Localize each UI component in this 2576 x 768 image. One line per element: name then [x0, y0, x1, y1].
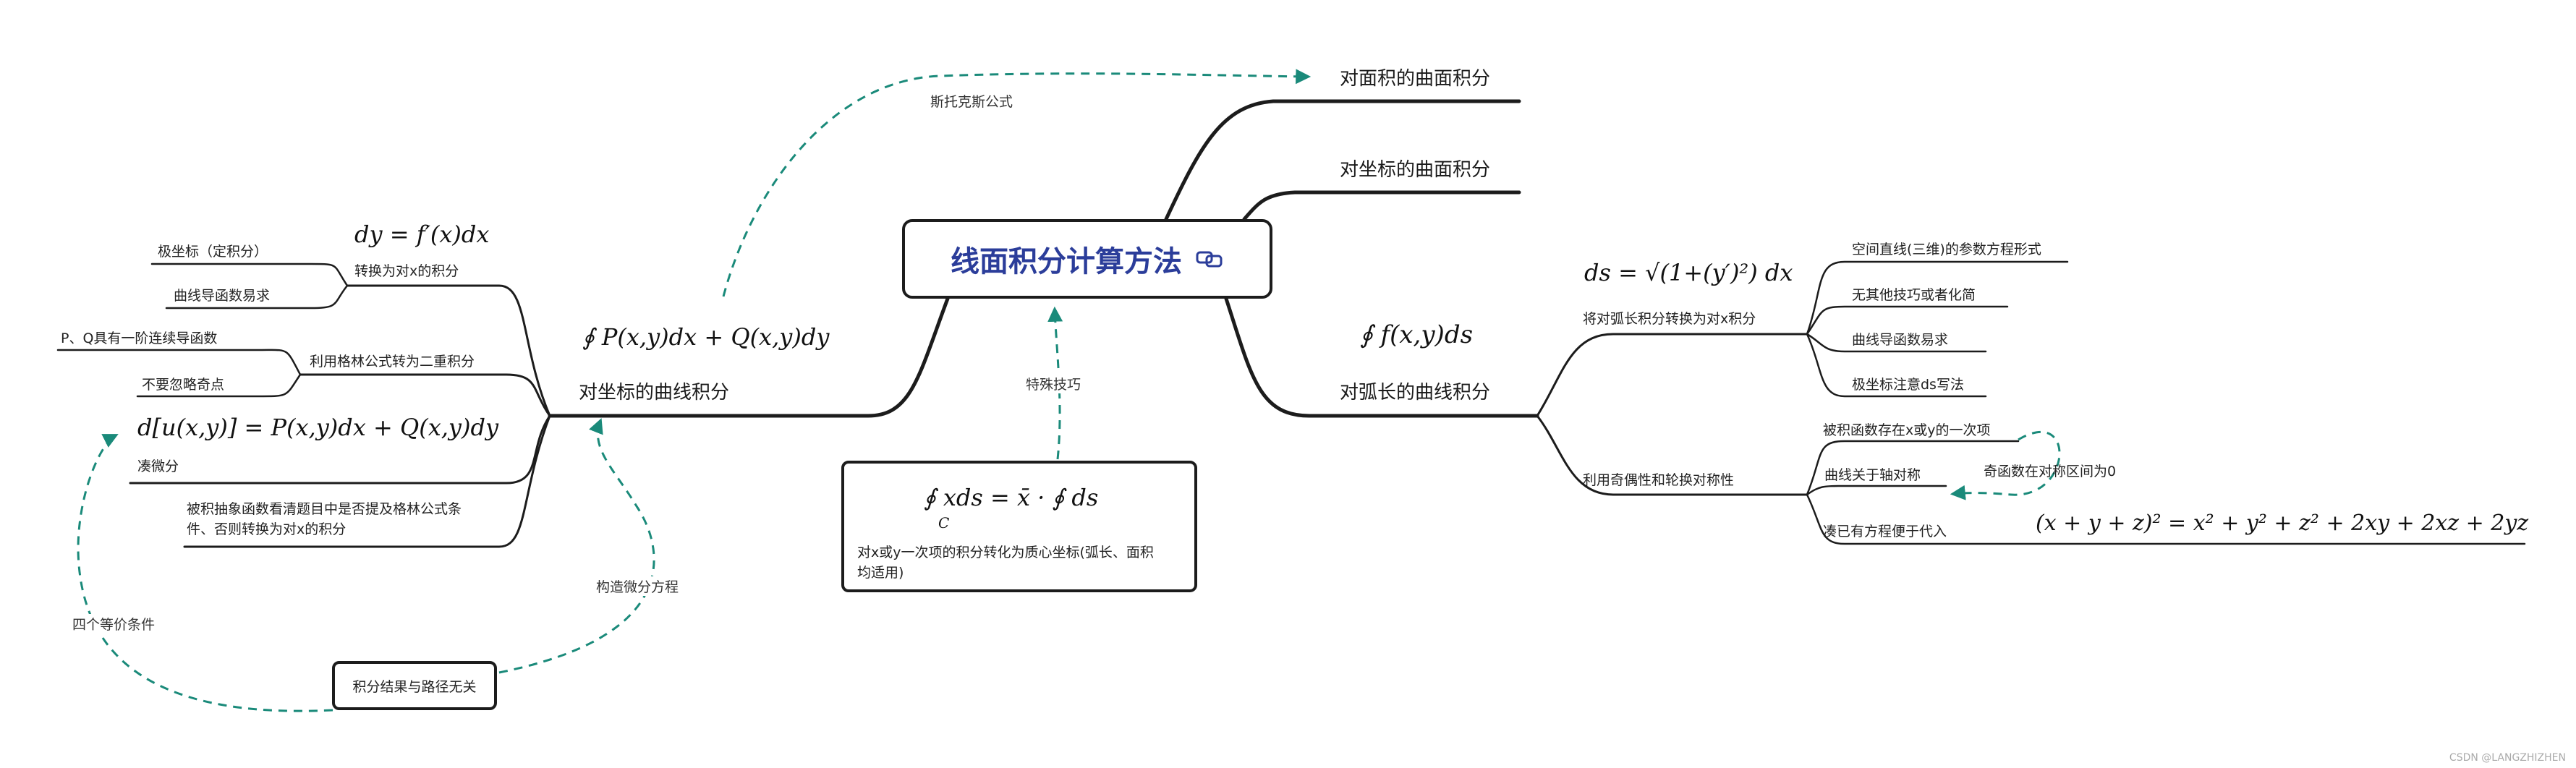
leaf-convert-1[interactable]: 空间直线(三维)的参数方程形式 [1852, 242, 2041, 257]
node-green[interactable]: 利用格林公式转为二重积分 [310, 354, 475, 370]
centroid-box[interactable]: ∮ xds = x̄ · ∮ ds C 对x或y一次项的积分转化为质心坐标(弧长… [841, 461, 1197, 592]
node-convert-to-x[interactable]: 将对弧长积分转换为对x积分 [1583, 311, 1756, 327]
branch-line-coord[interactable]: 对坐标的曲线积分 [579, 382, 730, 404]
leaf-symmetry-3[interactable]: 凑已有方程便于代入 [1823, 524, 1947, 539]
root-title: 线面积分计算方法 [951, 245, 1182, 278]
leaf-to-x-2[interactable]: 曲线导函数易求 [174, 288, 271, 304]
node-symmetry[interactable]: 利用奇偶性和轮换对称性 [1583, 472, 1735, 488]
leaf-symmetry-1[interactable]: 被积函数存在x或y的一次项 [1823, 422, 1991, 438]
square-expansion-formula: (x + y + z)² = x² + y² + z² + 2xy + 2xz … [2036, 511, 2529, 536]
odd-function-note: 奇函数在对称区间为0 [1984, 464, 2117, 479]
centroid-desc-line1: 对x或y一次项的积分转化为质心坐标(弧长、面积 [857, 545, 1154, 560]
edge-root-line-arc [1224, 296, 1539, 418]
conn-construct [498, 418, 655, 674]
conn-stokes [722, 69, 1312, 297]
edge-root-surface-area [1164, 99, 1521, 221]
branch-surface-area[interactable]: 对面积的曲面积分 [1340, 68, 1491, 90]
branch-surface-coord[interactable]: 对坐标的曲面积分 [1340, 159, 1491, 181]
conn-label-construct: 构造微分方程 [593, 576, 682, 596]
node-to-x[interactable]: 转换为对x的积分 [354, 263, 459, 279]
branch-line-arc[interactable]: 对弧长的曲线积分 [1340, 382, 1491, 404]
line-arc-formula: ∮ f(x,y)ds [1360, 320, 1474, 349]
node-abstract-line1[interactable]: 被积抽象函数看清题目中是否提及格林公式条 [187, 501, 462, 517]
centroid-subscript: C [938, 514, 950, 532]
edge-root-surface-coord [1242, 190, 1521, 221]
conn-four [77, 434, 333, 712]
leaf-convert-3[interactable]: 曲线导函数易求 [1852, 332, 1949, 348]
leaf-to-x-1[interactable]: 极坐标（定积分） [158, 244, 268, 260]
edge-coord-to-x [346, 284, 551, 417]
edge-arc-convert [1536, 333, 1808, 417]
ds-formula: ds = √(1+(y′)²) dx [1584, 259, 1793, 286]
node-exact[interactable]: 凑微分 [137, 458, 179, 474]
link-icon[interactable] [1195, 248, 1224, 270]
path-independent-label: 积分结果与路径无关 [352, 678, 477, 695]
root-node[interactable]: 线面积分计算方法 [902, 219, 1272, 299]
leaf-symmetry-2[interactable]: 曲线关于轴对称 [1824, 467, 1921, 483]
dy-formula: dy = f′(x)dx [354, 221, 490, 248]
leaf-green-1[interactable]: P、Q具有一阶连续导函数 [61, 330, 218, 346]
leaf-green-2[interactable]: 不要忽略奇点 [142, 377, 225, 393]
conn-label-stokes: 斯托克斯公式 [927, 91, 1016, 111]
edge-coord-exact [129, 414, 551, 485]
edge-coord-abstract [183, 414, 551, 548]
centroid-formula: ∮ xds = x̄ · ∮ ds [924, 484, 1099, 511]
conn-odd [1950, 430, 2061, 500]
line-coord-formula: ∮ P(x,y)dx + Q(x,y)dy [582, 323, 830, 351]
edge-root-line-coord [548, 296, 950, 418]
centroid-desc-line2: 均适用) [857, 565, 904, 581]
exact-formula: d[u(x,y)] = P(x,y)dx + Q(x,y)dy [137, 414, 499, 441]
conn-label-four: 四个等价条件 [69, 614, 158, 633]
edge-coord-green [299, 373, 551, 417]
path-independent-box[interactable]: 积分结果与路径无关 [332, 661, 497, 710]
leaf-convert-2[interactable]: 无其他技巧或者化简 [1852, 287, 1976, 303]
conn-label-special: 特殊技巧 [1023, 374, 1084, 393]
node-abstract-line2[interactable]: 件、否则转换为对x的积分 [187, 521, 347, 537]
leaf-convert-4[interactable]: 极坐标注意ds写法 [1852, 377, 1964, 393]
edge-arc-symmetry [1536, 414, 1808, 496]
watermark: CSDN @LANGZHIZHEN [2449, 752, 2566, 764]
